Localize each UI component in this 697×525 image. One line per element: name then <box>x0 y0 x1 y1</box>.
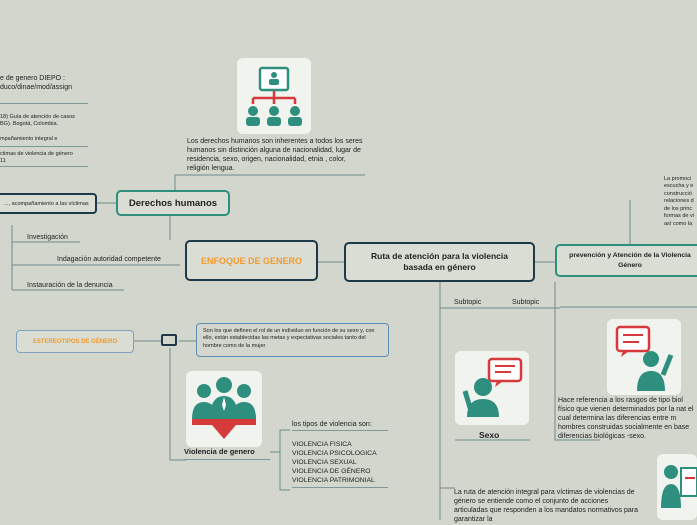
item-indagacion: Indagación autoridad competente <box>57 256 161 263</box>
violencia-intro: los tipos de violencia son: <box>292 421 372 428</box>
reference-divider <box>0 103 88 104</box>
derechos-humanos-label: Derechos humanos <box>128 197 218 209</box>
estereotipos-label: ESTEREOTIPOS DE GÉNERO <box>32 338 118 345</box>
violencia-type: VIOLENCIA PATRIMONIAL <box>292 476 375 484</box>
reference-divider <box>0 146 88 147</box>
estereotipos-definition: Son los que definen el rol de un individ… <box>203 328 375 349</box>
central-topic-node[interactable]: Ruta de atención para la violencia basad… <box>344 242 535 282</box>
reference-divider <box>0 166 88 167</box>
prevencion-node[interactable]: prevención y Atención de la Violencia Gé… <box>555 244 697 277</box>
violencia-type: VIOLENCIA FISICA <box>292 441 352 448</box>
ruta-description: La ruta de atención integral para víctim… <box>454 489 639 524</box>
acompanamiento-node[interactable]: ..., acompañamiento a las víctimas <box>0 193 97 214</box>
violencia-types-list: VIOLENCIA FISICA VIOLENCIA PSICOLOGICA V… <box>292 441 377 486</box>
sexo-title[interactable]: Sexo <box>479 430 500 440</box>
enfoque-genero-node[interactable]: ENFOQUE DE GENERO <box>185 240 318 281</box>
violencia-type: VIOLENCIA PSICOLOGICA <box>292 449 377 457</box>
derechos-humanos-node[interactable]: Derechos humanos <box>116 190 230 216</box>
estereotipos-definition-box: Son los que definen el rol de un individ… <box>196 323 389 357</box>
presenter-icon <box>607 319 681 395</box>
acompanamiento-label: ..., acompañamiento a las víctimas <box>4 200 89 207</box>
sexo-description: Hace referencia a los rasgos de tipo bio… <box>558 397 694 441</box>
item-denuncia: Instauración de la denuncia <box>27 282 113 289</box>
reference-text-4: ctimas de violencia de género 11 <box>0 151 73 165</box>
derechos-description: Los derechos humanos son inherentes a to… <box>187 138 363 173</box>
enfoque-genero-label: ENFOQUE DE GENERO <box>200 255 302 266</box>
subtopic-2[interactable]: Subtopic <box>512 299 540 306</box>
reference-text-1: e de genero DIEPO : duco/dinae/mod/assig… <box>0 75 72 92</box>
violencia-genero-title[interactable]: Violencia de genero <box>184 447 255 456</box>
violencia-underline <box>184 459 270 460</box>
violencia-type: VIOLENCIA SEXUAL <box>292 458 357 466</box>
reference-text-2: 18) Guía de atención de casos BG). Bogot… <box>0 114 75 128</box>
board-icon <box>657 454 697 520</box>
prevencion-description: La promoci escucha y e construcció relac… <box>664 176 694 227</box>
team-icon <box>186 371 262 447</box>
speaker-icon <box>455 351 529 425</box>
central-topic-label: Ruta de atención para la violencia basad… <box>371 250 508 272</box>
reference-text-3: mpañamiento integral e <box>0 136 58 142</box>
subtopic-1[interactable]: Subtopic <box>454 299 482 306</box>
collapsed-node[interactable] <box>161 334 177 346</box>
hierarchy-icon <box>237 58 311 134</box>
item-investigacion: Investigación <box>27 234 68 241</box>
violencia-type: VIOLENCIA DE GÉNERO <box>292 467 371 475</box>
prevencion-label: prevención y Atención de la Violencia Gé… <box>569 251 691 269</box>
estereotipos-node[interactable]: ESTEREOTIPOS DE GÉNERO <box>16 330 134 353</box>
violencia-intro-underline <box>292 430 388 431</box>
violencia-types-underline <box>292 487 388 488</box>
